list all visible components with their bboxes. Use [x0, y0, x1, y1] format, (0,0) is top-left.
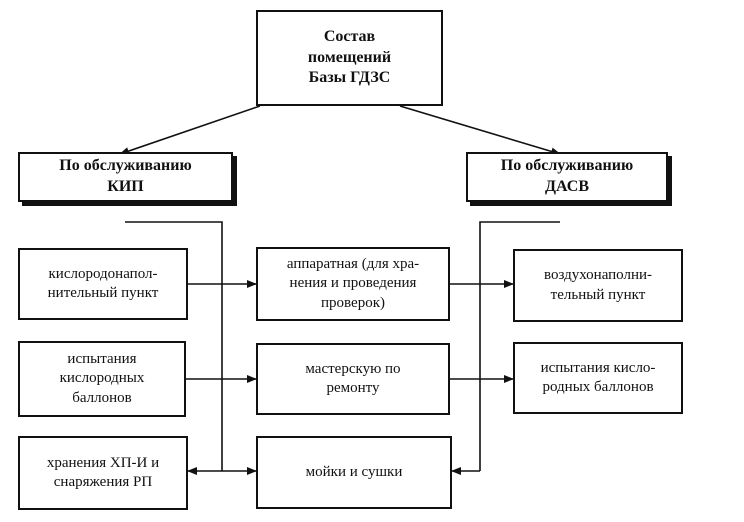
trunk-kip [125, 221, 223, 471]
shared-room-label: аппаратная (для хра- нения и проведения … [286, 255, 420, 311]
root-label: Состав помещений Базы ГДЗС [307, 27, 392, 87]
group-kip-label: По обслуживанию КИП [59, 157, 192, 195]
dasv-room-air-filling: воздухонаполни- тельный пункт [513, 249, 683, 322]
kip-room-label: испытания кислородных баллонов [59, 350, 145, 406]
kip-room-label: кислородонапол- нительный пункт [47, 265, 159, 302]
dasv-room-cylinder-testing: испытания кисло- родных баллонов [513, 342, 683, 414]
kip-room-storage: хранения ХП-И и снаряжения РП [18, 436, 188, 510]
dasv-room-label: испытания кисло- родных баллонов [540, 359, 656, 396]
connector-root-to-kip [119, 105, 261, 155]
kip-room-oxygen-filling: кислородонапол- нительный пункт [18, 248, 188, 320]
shared-room-repair-workshop: мастерскую по ремонту [256, 343, 450, 415]
group-kip-box: По обслуживанию КИП [18, 152, 233, 202]
shared-room-label: мастерскую по ремонту [305, 360, 401, 397]
trunk-dasv [479, 221, 560, 471]
group-dasv-label: По обслуживанию ДАСВ [500, 157, 634, 195]
shared-room-apparatus: аппаратная (для хра- нения и проведения … [256, 247, 450, 321]
kip-room-label: хранения ХП-И и снаряжения РП [46, 454, 160, 491]
root-box: Состав помещений Базы ГДЗС [256, 10, 443, 106]
dasv-room-label: воздухонаполни- тельный пункт [543, 267, 653, 303]
group-dasv-box: По обслуживанию ДАСВ [466, 152, 668, 202]
connector-root-to-dasv [399, 105, 561, 156]
kip-room-cylinder-testing: испытания кислородных баллонов [18, 341, 186, 417]
shared-room-label: мойки и сушки [305, 463, 403, 480]
shared-room-washing-drying: мойки и сушки [256, 436, 452, 509]
